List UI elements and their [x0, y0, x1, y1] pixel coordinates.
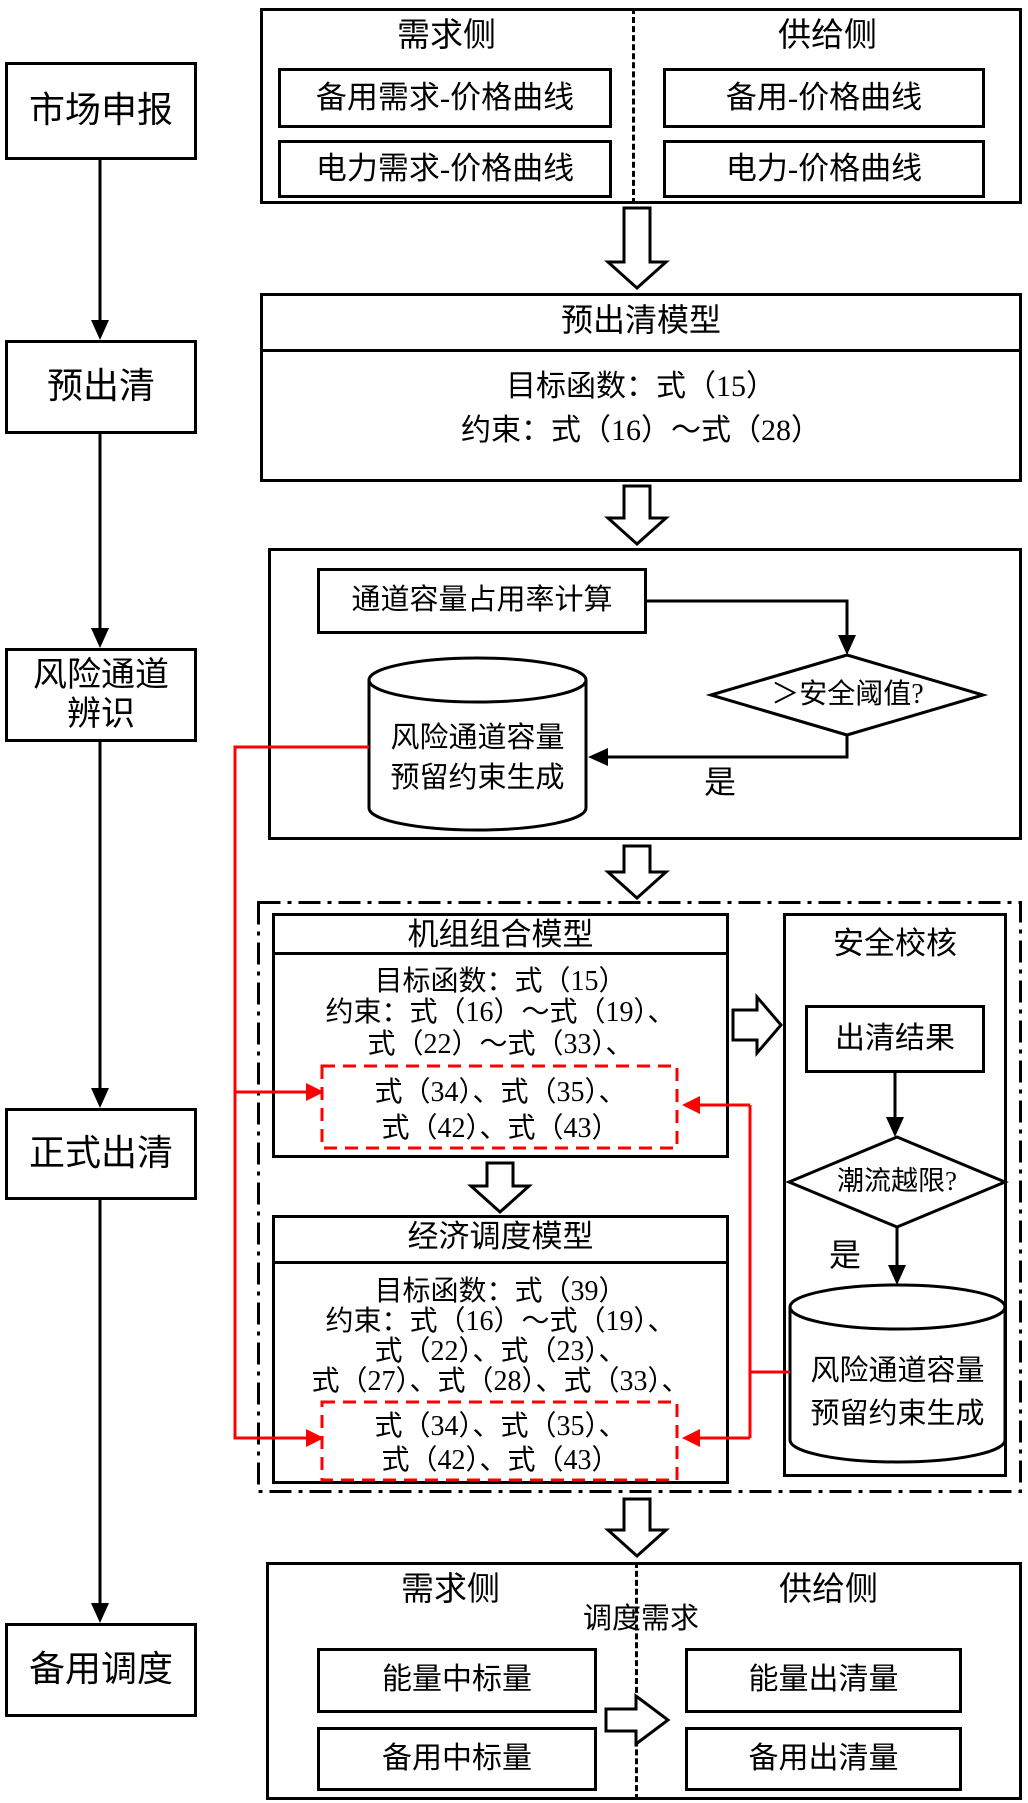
- decision-safety-threshold-label: ＞安全阈值?: [771, 678, 924, 710]
- dispatch-supply-side-label: 供给侧: [779, 1572, 878, 1609]
- economic-dispatch-title-rule: [275, 1261, 726, 1264]
- bidding-supply-side-label: 供给侧: [778, 18, 877, 55]
- security-cylinder-label-line2: 预留约束生成: [810, 1398, 985, 1431]
- pre-clearing-model-title: 预出清模型: [560, 301, 721, 338]
- node-energy-cleared-amount: 能量出清量: [685, 1648, 962, 1713]
- pre-clearing-constraints: 约束：式（16）～式（28）: [461, 413, 821, 447]
- ed-objective-line: 目标函数：式（39）: [374, 1275, 627, 1307]
- decision-safety-threshold-yes-label: 是: [703, 763, 736, 800]
- node-channel-occupancy-calc: 通道容量占用率计算: [317, 568, 647, 634]
- pre-clearing-model-container: [260, 293, 1022, 482]
- left-flow-arrowheads: [91, 320, 109, 1623]
- node-reserve-cleared-amount: 备用出清量: [685, 1727, 962, 1791]
- security-check-title: 安全校核: [833, 926, 957, 962]
- node-power-price-curve: 电力-价格曲线: [663, 140, 985, 198]
- block-arrow-uc-to-security-icon: [731, 992, 783, 1058]
- arrowhead-step4-icon: [91, 1088, 109, 1108]
- node-energy-awarded-amount: 能量中标量: [317, 1648, 597, 1713]
- block-arrow-down-4-icon: [604, 1497, 670, 1559]
- node-reserve-price-curve: 备用-价格曲线: [663, 68, 985, 128]
- phase-formal-clearing: 正式出清: [5, 1108, 197, 1200]
- block-arrow-down-3-icon: [604, 844, 670, 901]
- decision-flow-overlimit-yes-label: 是: [828, 1236, 861, 1273]
- node-power-demand-price-curve: 电力需求-价格曲线: [278, 140, 612, 198]
- phase-market-declaration: 市场申报: [5, 62, 197, 160]
- block-arrow-uc-to-ed-icon: [467, 1161, 533, 1215]
- pre-clearing-objective: 目标函数：式（15）: [506, 369, 776, 403]
- economic-dispatch-title: 经济调度模型: [407, 1219, 594, 1255]
- arrowhead-step2-icon: [91, 320, 109, 340]
- arrowhead-step3-icon: [91, 628, 109, 648]
- dispatch-demand-side-label: 需求侧: [401, 1572, 500, 1609]
- security-cylinder-label-line1: 风险通道容量: [810, 1355, 985, 1388]
- node-reserve-demand-price-curve: 备用需求-价格曲线: [278, 68, 612, 128]
- uc-risk-constraints-line2: 式（42）、式（43）: [381, 1112, 620, 1144]
- uc-constraints-line2: 式（22）～式（33）、: [367, 1028, 634, 1060]
- uc-constraints-line1: 约束：式（16）～式（19）、: [325, 996, 676, 1028]
- uc-objective-line: 目标函数：式（15）: [374, 965, 627, 997]
- ed-risk-constraints-line1: 式（34）、式（35）、: [374, 1410, 627, 1442]
- ed-constraints-line2: 式（22）、式（23）、: [374, 1335, 627, 1367]
- ed-constraints-line3: 式（27）、式（28）、式（33）、: [311, 1365, 690, 1397]
- node-reserve-awarded-amount: 备用中标量: [317, 1727, 597, 1791]
- phase-pre-clearing: 预出清: [5, 340, 197, 434]
- node-clearing-result: 出清结果: [805, 1005, 985, 1073]
- bidding-container: [260, 8, 1022, 204]
- risk-cylinder-label-line2: 预留约束生成: [390, 762, 565, 795]
- arrowhead-step5-icon: [91, 1603, 109, 1623]
- risk-cylinder-label-line1: 风险通道容量: [390, 722, 565, 755]
- bidding-divider-dashed: [632, 8, 635, 204]
- dispatch-result-container: [266, 1562, 1022, 1800]
- ed-constraints-line1: 约束：式（16）～式（19）、: [325, 1305, 676, 1337]
- dispatch-demand-bridge-label: 调度需求: [582, 1603, 699, 1636]
- block-arrow-down-2-icon: [604, 484, 670, 547]
- phase-risk-channel-identification: 风险通道 辨识: [5, 648, 197, 742]
- decision-flow-overlimit-label: 潮流越限?: [837, 1166, 957, 1197]
- bidding-demand-side-label: 需求侧: [397, 18, 496, 55]
- phase-reserve-dispatch: 备用调度: [5, 1623, 197, 1717]
- risk-identification-container: [268, 548, 1022, 840]
- unit-commitment-title-rule: [275, 952, 726, 955]
- phase-risk-channel-line1: 风险通道: [33, 656, 169, 694]
- phase-risk-channel-line2: 辨识: [67, 696, 135, 733]
- unit-commitment-title: 机组组合模型: [407, 917, 594, 953]
- pre-clearing-model-title-rule: [263, 349, 1019, 352]
- block-arrow-down-1-icon: [604, 206, 670, 291]
- ed-risk-constraints-line2: 式（42）、式（43）: [381, 1444, 620, 1476]
- uc-risk-constraints-line1: 式（34）、式（35）、: [374, 1076, 627, 1108]
- dispatch-result-divider-dashed: [635, 1562, 638, 1800]
